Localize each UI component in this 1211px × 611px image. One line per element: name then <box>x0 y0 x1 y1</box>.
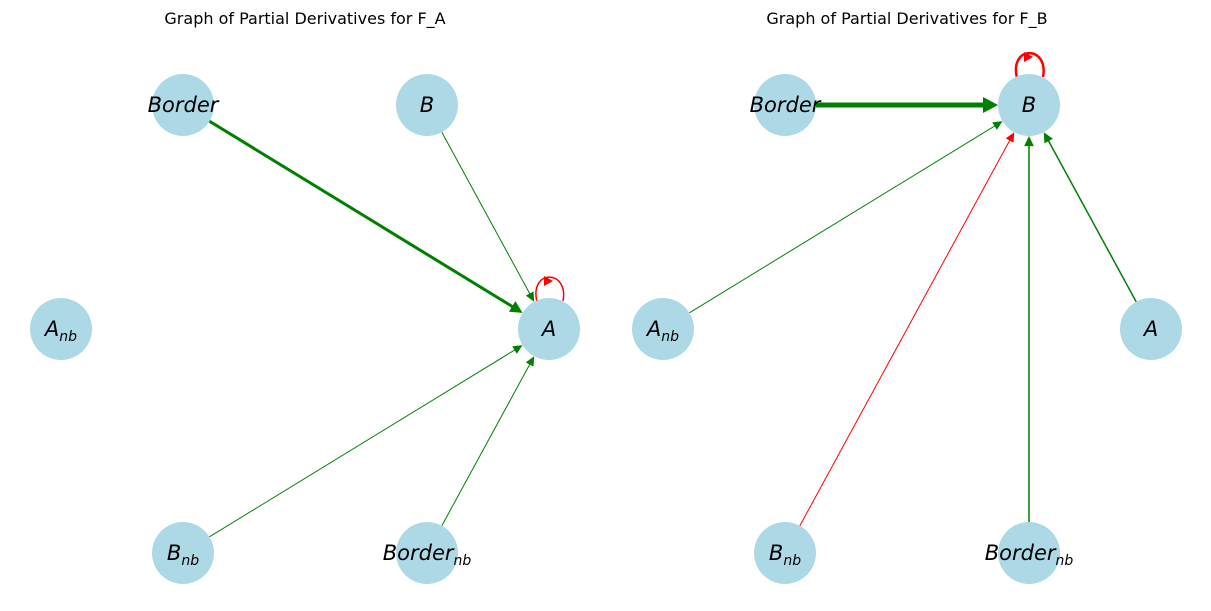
node-label: Border <box>148 93 220 117</box>
self-loop-edge-a <box>535 276 565 303</box>
node-border-nb: Bordernb <box>383 522 472 584</box>
self-loop-arrowhead <box>544 276 553 286</box>
edge-b-to-a <box>441 131 531 295</box>
node-circle <box>396 74 458 136</box>
node-label-base: Border <box>148 93 220 117</box>
node-border-nb: Bordernb <box>985 522 1074 584</box>
node-label-base: B <box>769 541 783 565</box>
self-loop-edge-b <box>1014 52 1045 79</box>
edge-arrowhead <box>508 301 523 313</box>
node-circle <box>754 74 816 136</box>
node-label-subscript: nb <box>181 553 199 569</box>
node-label: Bnb <box>769 541 801 569</box>
node-b: B <box>998 74 1060 136</box>
node-label: Border <box>750 93 822 117</box>
node-circle <box>998 522 1060 584</box>
node-label: B <box>1022 93 1036 117</box>
edge-border-nb-to-a <box>441 363 531 527</box>
edge-a-nb-to-b <box>689 125 996 314</box>
edge-arrowhead <box>525 356 535 367</box>
node-label-subscript: nb <box>454 553 472 569</box>
edge-layer <box>689 52 1137 527</box>
node-label-base: B <box>167 541 181 565</box>
node-label-base: A <box>1142 317 1158 341</box>
edge-arrowhead <box>512 345 523 354</box>
node-b-nb: Bnb <box>754 522 816 584</box>
node-label-subscript: nb <box>59 329 77 345</box>
panel-f-b: Graph of Partial Derivatives for F_B Bor… <box>632 9 1182 584</box>
node-b: B <box>396 74 458 136</box>
node-circle <box>998 74 1060 136</box>
edge-arrowhead <box>1005 132 1015 143</box>
edge-a-to-b <box>1047 139 1137 303</box>
edge-b-nb-to-b <box>799 139 1011 527</box>
node-circle <box>1120 298 1182 360</box>
node-a-nb: Anb <box>30 298 92 360</box>
node-label: Bnb <box>167 541 199 569</box>
node-label: A <box>540 317 556 341</box>
self-loop-arrowhead <box>1024 52 1033 62</box>
panel-title-f-b: Graph of Partial Derivatives for F_B <box>766 9 1047 29</box>
node-circle <box>754 522 816 584</box>
edge-arrowhead <box>1024 136 1034 147</box>
panel-title-f-a: Graph of Partial Derivatives for F_A <box>164 9 445 29</box>
node-label: B <box>420 93 434 117</box>
node-a-nb: Anb <box>632 298 694 360</box>
node-label: Anb <box>645 317 679 345</box>
node-label: A <box>1142 317 1158 341</box>
edge-arrowhead <box>1043 132 1053 144</box>
node-label-base: A <box>645 317 661 341</box>
node-circle <box>518 298 580 360</box>
node-b-nb: Bnb <box>152 522 214 584</box>
node-label: Anb <box>43 317 77 345</box>
edge-b-nb-to-a <box>209 349 516 538</box>
node-a: A <box>518 298 580 360</box>
node-a: A <box>1120 298 1182 360</box>
node-label-subscript: nb <box>1056 553 1074 569</box>
node-label-subscript: nb <box>783 553 801 569</box>
edge-arrowhead <box>992 121 1003 130</box>
node-circle <box>152 522 214 584</box>
node-circle <box>396 522 458 584</box>
edge-layer <box>208 119 565 538</box>
node-label-base: Border <box>383 541 455 565</box>
edge-arrowhead <box>983 97 998 113</box>
node-label: Bordernb <box>985 541 1074 569</box>
node-circle <box>632 298 694 360</box>
node-label-base: Border <box>750 93 822 117</box>
node-border: Border <box>750 74 822 136</box>
node-label-base: B <box>420 93 434 117</box>
node-label-base: A <box>43 317 59 341</box>
node-circle <box>30 298 92 360</box>
edge-arrowhead <box>525 291 535 302</box>
node-label-base: B <box>1022 93 1036 117</box>
edge-border-to-a <box>208 119 514 309</box>
panel-f-a: Graph of Partial Derivatives for F_A Bor… <box>30 9 580 584</box>
node-label: Bordernb <box>383 541 472 569</box>
node-circle <box>152 74 214 136</box>
node-label-base: Border <box>985 541 1057 565</box>
node-label-base: A <box>540 317 556 341</box>
node-border: Border <box>148 74 220 136</box>
node-label-subscript: nb <box>661 329 679 345</box>
